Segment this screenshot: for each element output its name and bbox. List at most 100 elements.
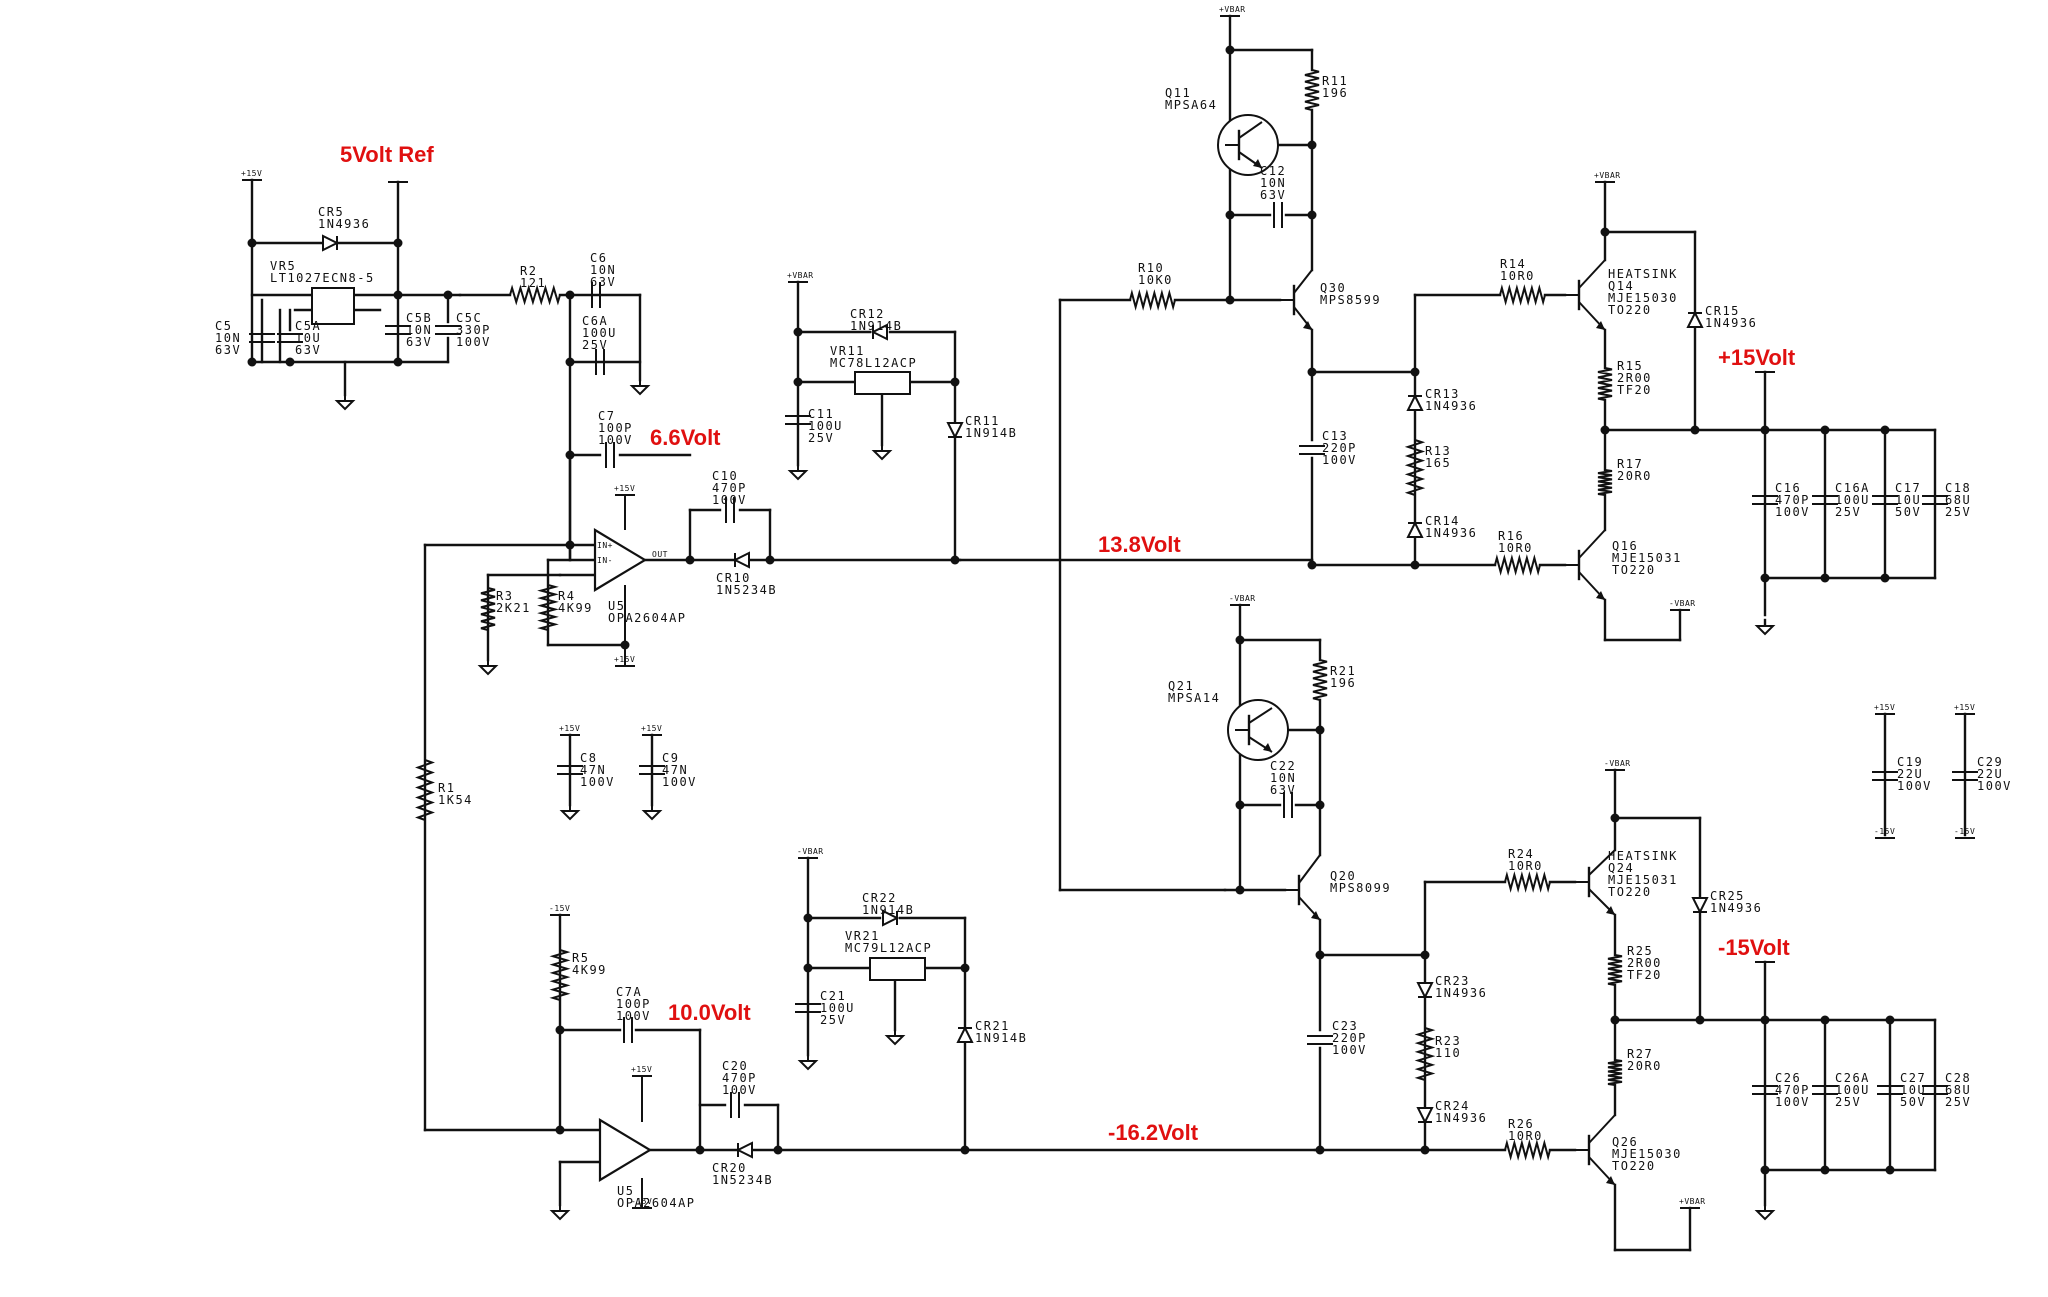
c12-label: C12: [1260, 164, 1286, 178]
ground-symbol: [1754, 1205, 1776, 1221]
junction-dot: [393, 357, 403, 367]
cap-c10: [725, 497, 735, 523]
cr22-label: 1N914B: [862, 903, 914, 917]
c5b-label: 10N: [406, 323, 432, 337]
cap-c28: [1922, 1085, 1948, 1095]
r10-label: R10: [1138, 261, 1164, 275]
q21-label: Q21: [1168, 679, 1194, 693]
labels: +15VCR51N4936VR5LT1027ECN8-5C510N63VC5A1…: [215, 5, 2010, 1210]
c7-label: 100P: [598, 421, 633, 435]
transistor-q24-arrow: [1606, 906, 1615, 915]
annotation-minus15v: -15Volt: [1718, 935, 1790, 960]
q24-label: MJE15031: [1608, 873, 1678, 887]
r23-label: R23: [1435, 1034, 1461, 1048]
junction-dot: [793, 327, 803, 337]
rail-label: +VBAR: [1219, 5, 1246, 14]
cap-c16a: [1812, 495, 1838, 505]
diode-cr15-body: [1686, 310, 1704, 328]
c5-label: 63V: [215, 343, 241, 357]
r16-label: R16: [1498, 529, 1524, 543]
rail-label: +VBAR: [1679, 1197, 1706, 1206]
opamp-u5a: [593, 528, 648, 592]
ground-symbol: [549, 1205, 571, 1221]
resistor-r13: [1404, 439, 1426, 496]
q16-label: MJE15031: [1612, 551, 1682, 565]
r3-label: 2K21: [496, 601, 531, 615]
q20-label: Q20: [1330, 869, 1356, 883]
vr5-label: VR5: [270, 259, 296, 273]
junction-dot: [950, 555, 960, 565]
q14-label: Q14: [1608, 279, 1634, 293]
junction-dot: [1880, 425, 1890, 435]
c16-label: 470P: [1775, 493, 1810, 507]
diode-cr22: [882, 909, 900, 927]
c26a-label: 25V: [1835, 1095, 1861, 1109]
cr15-label: 1N4936: [1705, 316, 1757, 330]
transistor-q30: [1280, 269, 1313, 331]
r2-label: R2: [520, 264, 537, 278]
cr12-label: CR12: [850, 307, 885, 321]
r26-label: 10R0: [1508, 1129, 1543, 1143]
ground-symbol: [629, 380, 651, 396]
diode-cr22-body: [882, 909, 900, 927]
c8-label: 100V: [580, 775, 615, 789]
cr20-label: CR20: [712, 1161, 747, 1175]
diode-cr21-body: [956, 1025, 974, 1043]
u5b-label: U5: [617, 1184, 634, 1198]
c6a-label: 25V: [582, 338, 608, 352]
cr15-label: CR15: [1705, 304, 1740, 318]
c6-label: C6: [590, 251, 607, 265]
cr23-label: 1N4936: [1435, 986, 1487, 1000]
c7a-label: C7A: [616, 985, 642, 999]
r11-label: R11: [1322, 74, 1348, 88]
diode-cr12: [870, 323, 888, 341]
transistor-q16-arrow: [1596, 591, 1605, 600]
rail-label: +15V: [614, 655, 635, 664]
r21-label: 196: [1330, 676, 1356, 690]
junction-dot: [765, 555, 775, 565]
diode-cr23: [1416, 982, 1434, 1000]
transistor-q21-collector: [1248, 707, 1273, 724]
c20-label: 470P: [722, 1071, 757, 1085]
junction-dot: [247, 238, 257, 248]
q24-label: Q24: [1608, 861, 1634, 875]
r26-label: R26: [1508, 1117, 1534, 1131]
rail-label: -15V: [549, 904, 570, 913]
junction-dot: [1760, 1015, 1770, 1025]
c16-label: 100V: [1775, 505, 1810, 519]
ground-symbol: [1754, 620, 1776, 636]
c21-label: C21: [820, 989, 846, 1003]
ground-symbol: [871, 445, 893, 461]
q26-label: Q26: [1612, 1135, 1638, 1149]
c26-label: C26: [1775, 1071, 1801, 1085]
r13-label: 165: [1425, 456, 1451, 470]
ground-triangle: [884, 1035, 906, 1046]
u5a-label: OPA2604AP: [608, 611, 687, 625]
transistor-q14-arrow: [1596, 321, 1605, 330]
c23-label: C23: [1332, 1019, 1358, 1033]
c22-label: 10N: [1270, 771, 1296, 785]
c16-label: C16: [1775, 481, 1801, 495]
ic-vr5: [311, 287, 355, 325]
ground-symbol: [641, 805, 663, 821]
cap-c5c: [435, 325, 461, 335]
cap-c26a: [1812, 1085, 1838, 1095]
r21-label: R21: [1330, 664, 1356, 678]
rail-label: -VBAR: [1669, 599, 1696, 608]
diode-cr23-body: [1416, 982, 1434, 1000]
c18-label: 68U: [1945, 493, 1971, 507]
transistor-q11: [1225, 121, 1263, 169]
ground-triangle: [559, 810, 581, 821]
resistor-r25: [1607, 954, 1623, 986]
cap-c13: [1299, 445, 1325, 455]
cap-c26: [1752, 1085, 1778, 1095]
resistor-r16: [1494, 554, 1541, 576]
c26-label: 100V: [1775, 1095, 1810, 1109]
ground-triangle: [629, 385, 651, 396]
rail-label: +15V: [559, 724, 580, 733]
cr11-label: CR11: [965, 414, 1000, 428]
transistor-q20-collector: [1298, 854, 1321, 884]
cap-c5a: [277, 333, 303, 343]
cap-c5: [249, 333, 275, 343]
